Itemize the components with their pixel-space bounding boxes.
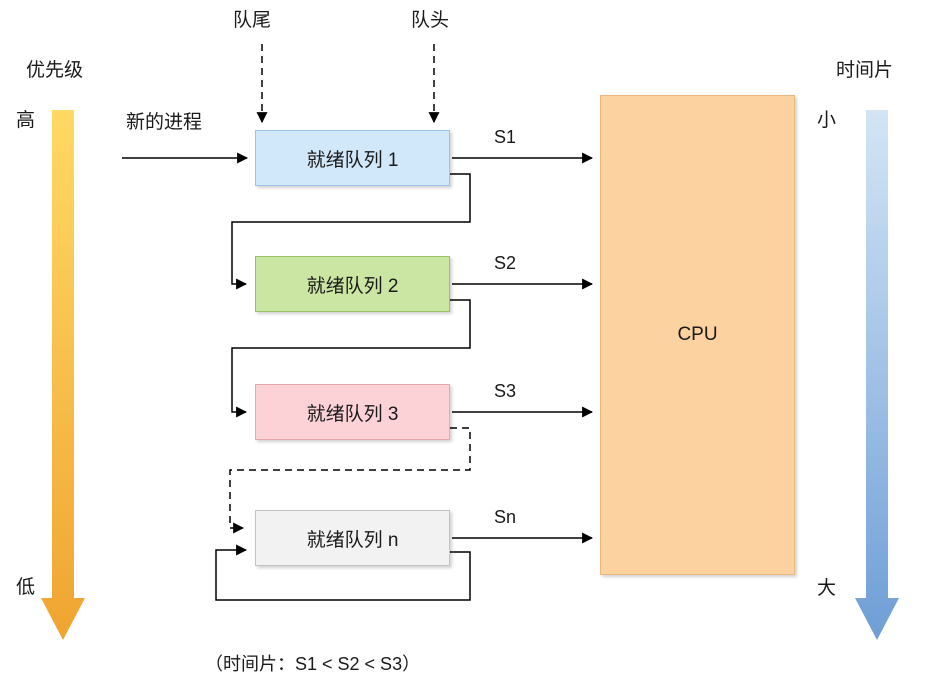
queuen-roundrobin-loop-line [215,544,471,601]
queue-tail-label: 队尾 [233,10,272,31]
ready-queue-n-label: 就绪队列 n [306,529,399,551]
timeslice-small-label: 小 [817,110,837,131]
demote-queue2-to-queue3-line [231,299,471,418]
ready-queue-1-box: 就绪队列 1 [255,130,450,186]
priority-low-label: 低 [16,577,36,598]
demote-queue3-to-queuen-dashed-line [229,427,471,534]
ready-queue-3-label: 就绪队列 3 [306,403,399,425]
priority-high-label: 高 [16,110,36,131]
timeslice-large-label: 大 [817,578,837,599]
slice-s1-label: S1 [494,127,517,147]
ready-queue-n-box: 就绪队列 n [255,510,450,566]
timeslice-gradient-arrow [855,110,899,640]
new-process-label: 新的进程 [126,112,203,133]
ready-queue-2-box: 就绪队列 2 [255,256,450,312]
demote-queue1-to-queue2-line [231,173,471,290]
ready-queue-1-label: 就绪队列 1 [306,149,399,171]
timeslice-caption: （时间片：S1 < S2 < S3） [205,654,421,674]
priority-axis-label: 优先级 [26,60,84,81]
timeslice-axis-label: 时间片 [836,60,894,81]
ready-queue-3-box: 就绪队列 3 [255,384,450,440]
slice-sn-label: Sn [494,507,517,527]
cpu-label: CPU [677,324,718,345]
slice-s2-label: S2 [494,253,517,273]
ready-queue-2-label: 就绪队列 2 [306,275,399,297]
priority-gradient-arrow [41,110,85,640]
queue-head-label: 队头 [411,10,450,31]
cpu-box: CPU [600,95,795,575]
slice-s3-label: S3 [494,381,517,401]
